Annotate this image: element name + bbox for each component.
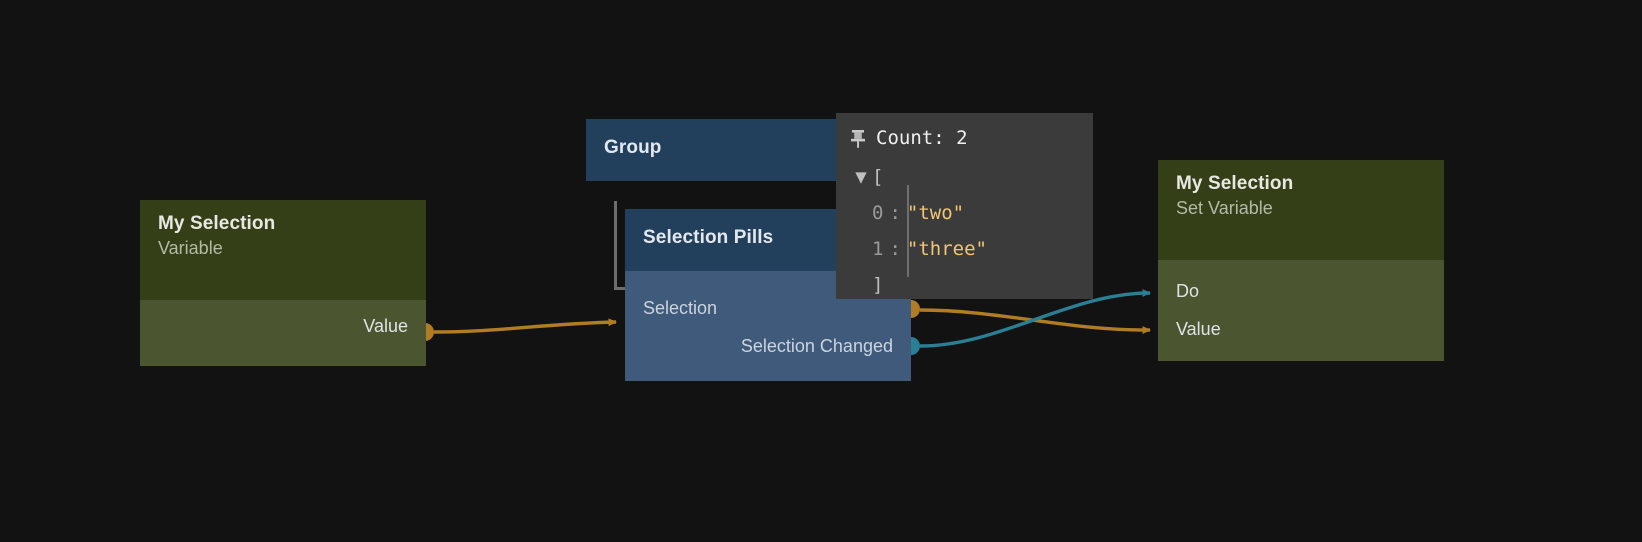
set-variable-node-title: My Selection [1176, 173, 1294, 194]
set-variable-node-header[interactable]: My Selection Set Variable [1158, 160, 1444, 260]
selection-pills-node-title: Selection Pills [643, 227, 774, 248]
entry-separator: : [889, 202, 901, 224]
set-variable-node-subtitle: Set Variable [1176, 198, 1273, 218]
variable-node-header[interactable]: My Selection Variable [140, 200, 426, 300]
triangle-down-icon[interactable]: ▼ [855, 166, 867, 188]
tree-row-close-bracket: ] [850, 267, 1079, 303]
watch-popup-header: Count: 2 [850, 123, 1079, 153]
entry-value: "three" [906, 238, 987, 260]
port-selection-in[interactable]: Selection [643, 298, 718, 318]
port-do-in[interactable]: Do [1176, 281, 1200, 301]
open-bracket: [ [872, 166, 884, 188]
set-variable-node-body: Do Value [1158, 260, 1444, 361]
entry-value: "two" [906, 202, 965, 224]
tree-row-entry-1[interactable]: 1 : "three" [850, 231, 1079, 267]
port-value-out[interactable]: Value [363, 316, 408, 336]
pin-icon[interactable] [850, 128, 866, 148]
watch-value-popup[interactable]: Count: 2 ▼ [ 0 : "two" 1 : "three" [836, 113, 1093, 299]
entry-index: 0 [872, 202, 884, 224]
wire-selection-to-value [902, 300, 1151, 334]
entry-index: 1 [872, 238, 884, 260]
wire-value-to-selection [416, 318, 617, 341]
close-bracket: ] [872, 274, 884, 296]
watch-popup-tree: ▼ [ 0 : "two" 1 : "three" ] [850, 159, 1079, 303]
tree-row-entry-0[interactable]: 0 : "two" [850, 195, 1079, 231]
group-node-title: Group [604, 137, 662, 158]
variable-node-title: My Selection [158, 213, 276, 234]
tree-row-open-bracket[interactable]: ▼ [ [850, 159, 1079, 195]
watch-popup-count-label: Count: 2 [876, 127, 968, 149]
port-value-in[interactable]: Value [1176, 319, 1221, 339]
variable-node-subtitle: Variable [158, 238, 223, 258]
set-variable-node[interactable]: My Selection Set Variable Do Value [1158, 160, 1444, 361]
tree-guide-line [907, 185, 909, 277]
group-bracket [614, 201, 631, 290]
variable-node-body: Value [140, 300, 426, 366]
variable-node[interactable]: My Selection Variable Value [140, 200, 426, 366]
port-selection-changed-out[interactable]: Selection Changed [740, 336, 893, 356]
entry-separator: : [889, 238, 901, 260]
